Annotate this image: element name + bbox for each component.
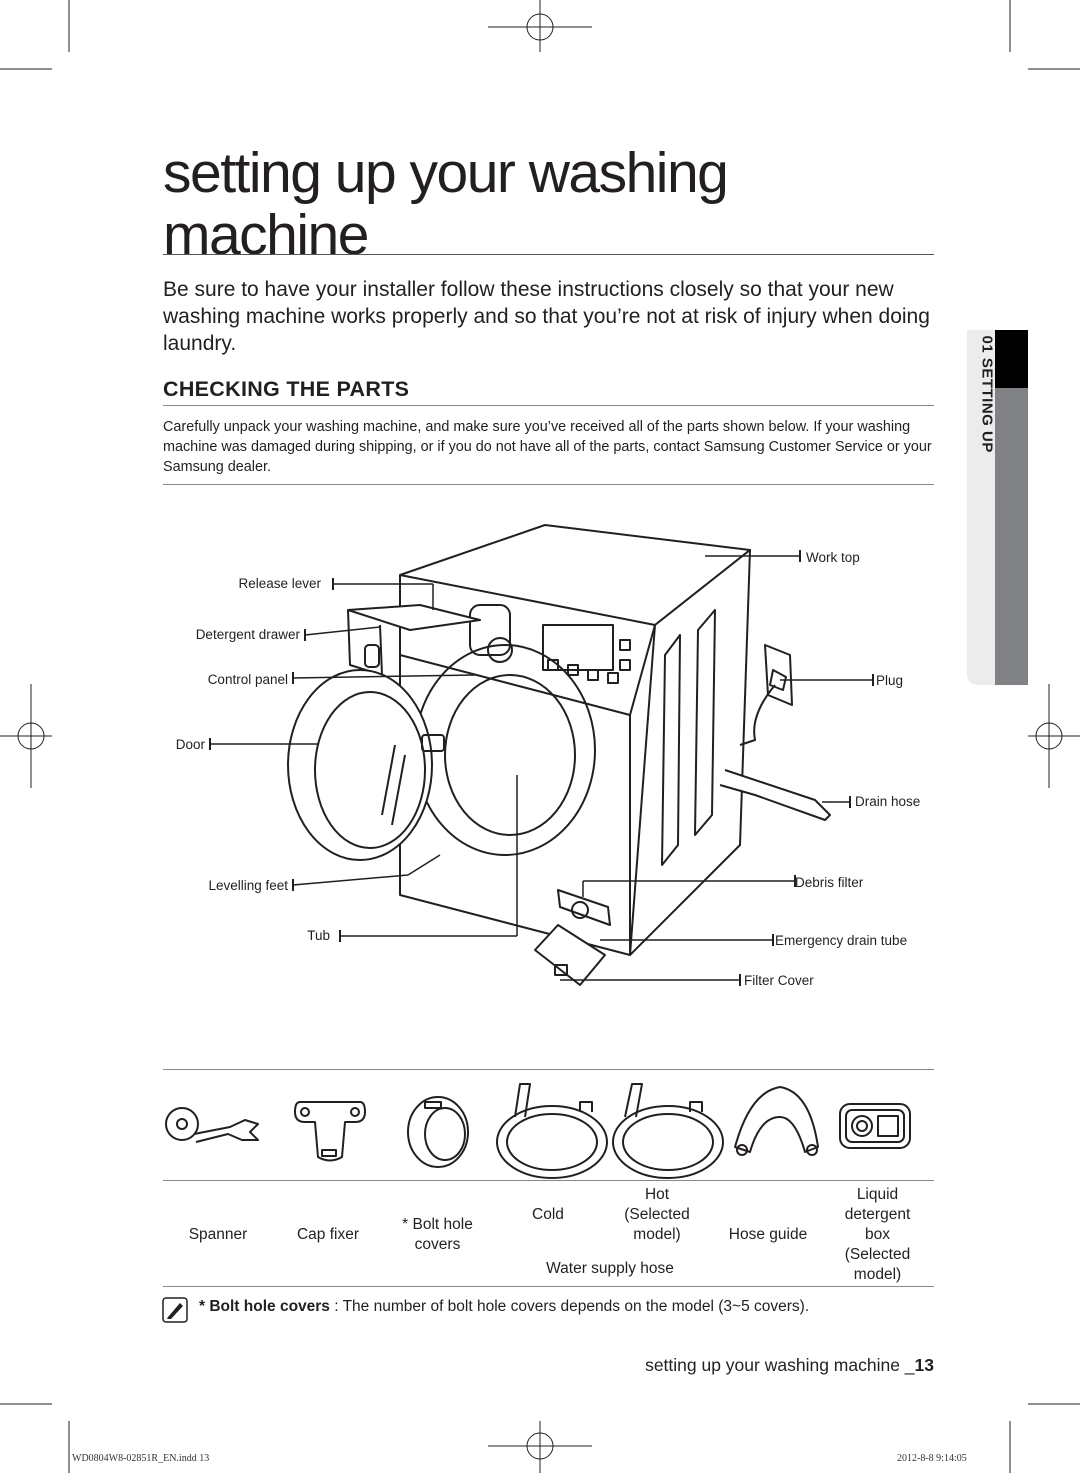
label-detergent-drawer: Detergent drawer (195, 627, 300, 642)
note-text: : The number of bolt hole covers depends… (329, 1298, 810, 1315)
cap-fixer-icon (294, 1101, 366, 1162)
section-rule (163, 405, 934, 406)
label-door: Door (175, 737, 205, 752)
cold-hose-icon (496, 1083, 608, 1179)
intro-paragraph: Be sure to have your installer follow th… (163, 278, 930, 355)
date-slug: 2012-8-8 9:14:05 (897, 1453, 967, 1464)
part-cold-label: Cold (532, 1206, 564, 1223)
part-liquid-label-5: model) (853, 1266, 902, 1283)
parts-bottom-rule (163, 1286, 934, 1287)
side-tab-label-wrap: 01 SETTING UP (970, 336, 1000, 496)
part-liquid-label-2: detergent (844, 1206, 911, 1223)
part-hot-label-2: (Selected (624, 1206, 690, 1223)
title-rule (163, 254, 934, 255)
spanner-icon (165, 1107, 259, 1143)
part-hot-label-1: Hot (644, 1186, 670, 1203)
side-tab-label: 01 SETTING UP (978, 335, 996, 453)
footer-label: setting up your washing machine _ (645, 1355, 915, 1375)
part-hose-guide-label: Hose guide (728, 1226, 808, 1243)
label-tub: Tub (307, 928, 330, 943)
part-cap-fixer-label: Cap fixer (296, 1226, 360, 1243)
side-tab (967, 330, 1028, 685)
parts-top-rule (163, 1069, 934, 1070)
hose-guide-icon (734, 1086, 819, 1156)
label-debris-filter: Debris filter (795, 875, 864, 890)
label-release-lever: Release lever (238, 576, 321, 591)
label-control-panel: Control panel (207, 672, 288, 687)
label-plug: Plug (876, 673, 904, 688)
bolt-hole-cover-icon (407, 1096, 469, 1168)
part-spanner-label: Spanner (188, 1226, 248, 1243)
note-bold: * Bolt hole covers (199, 1298, 330, 1315)
page-footer: setting up your washing machine _13 (645, 1355, 934, 1376)
section-body: Carefully unpack your washing machine, a… (163, 419, 932, 475)
label-emergency-drain-tube: Emergency drain tube (775, 933, 908, 948)
part-liquid-label-3: box (865, 1226, 890, 1243)
parts-mid-rule (163, 1180, 934, 1181)
part-bolt-hole-label-2: covers (414, 1236, 461, 1253)
part-liquid-label-4: (Selected (844, 1246, 911, 1263)
body-rule (163, 484, 934, 485)
part-liquid-label-1: Liquid (856, 1186, 899, 1203)
part-water-supply-hose-label: Water supply hose (546, 1260, 674, 1277)
note-icon (162, 1297, 188, 1323)
washing-machine-diagram (209, 524, 874, 986)
parts-illustrations (165, 1083, 911, 1179)
label-drain-hose: Drain hose (855, 794, 921, 809)
hot-hose-icon (612, 1083, 724, 1179)
page-title: setting up your washing machine (163, 141, 729, 267)
label-filter-cover: Filter Cover (744, 973, 814, 988)
liquid-detergent-box-icon (839, 1103, 911, 1149)
note: * Bolt hole covers : The number of bolt … (199, 1298, 809, 1316)
section-heading: CHECKING THE PARTS (163, 377, 410, 401)
file-slug: WD0804W8-02851R_EN.indd 13 (72, 1453, 210, 1464)
label-levelling-feet: Levelling feet (208, 878, 288, 893)
label-work-top: Work top (806, 550, 860, 565)
page-number: 13 (914, 1355, 934, 1375)
part-hot-label-3: model) (633, 1226, 681, 1243)
part-bolt-hole-label-1: * Bolt hole (402, 1216, 473, 1233)
